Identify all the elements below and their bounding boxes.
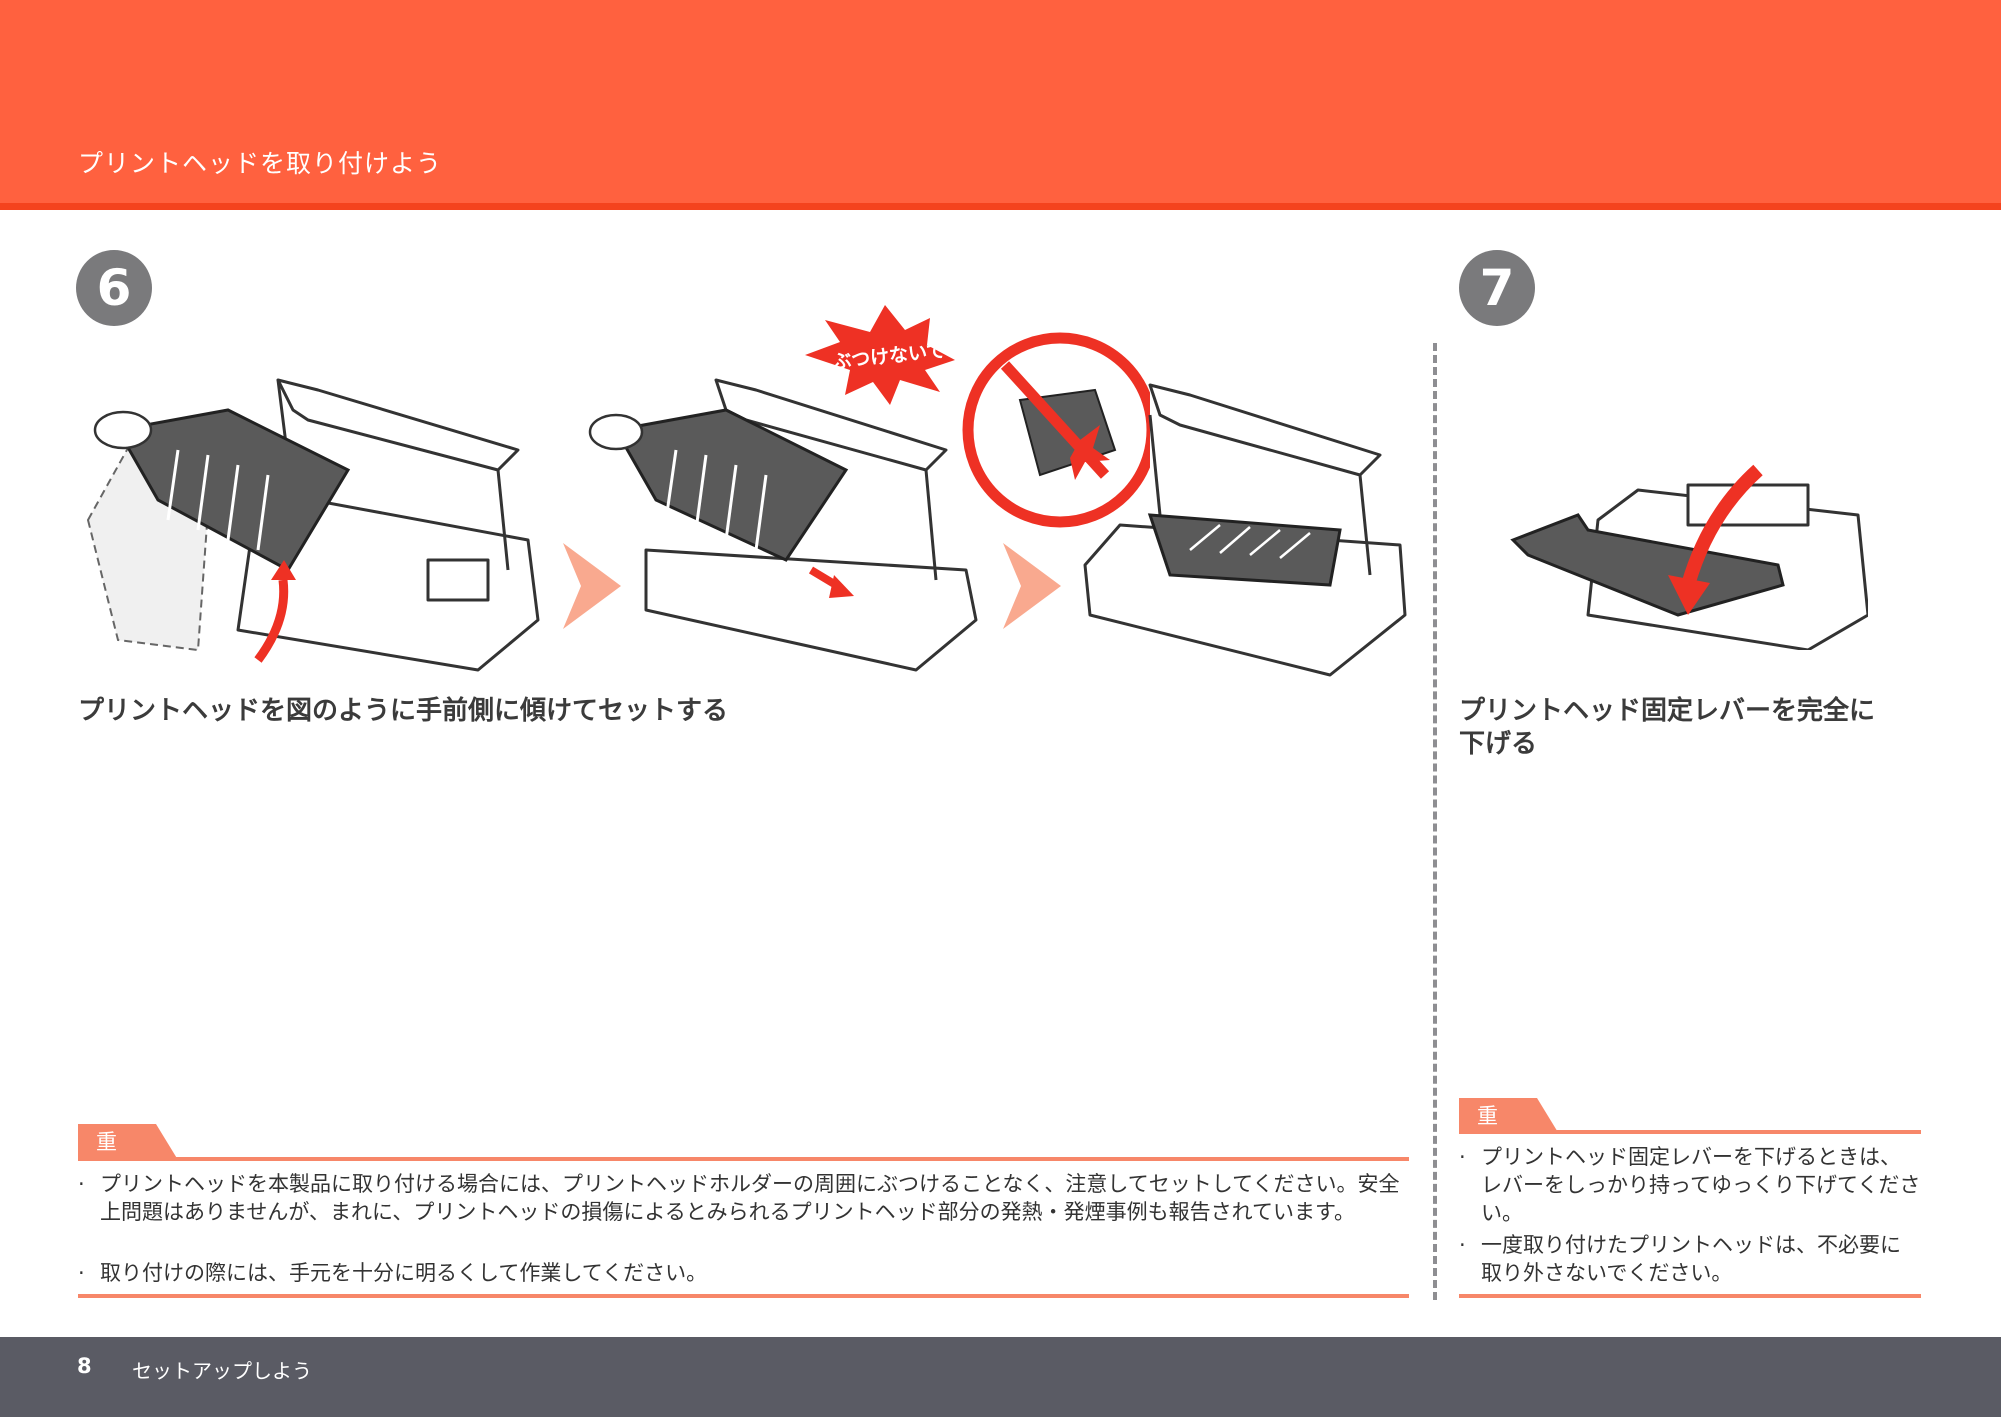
printhead-tilt-illustration — [86, 378, 540, 672]
note-item: · プリントヘッド固定レバーを下げるときは、レバーをしっかり持ってゆっくり下げて… — [1459, 1143, 1921, 1227]
lever-down-illustration — [1510, 464, 1868, 650]
bullet: · — [78, 1261, 85, 1285]
important-bottom-rule — [1459, 1294, 1921, 1298]
section-title: セットアップしよう — [132, 1359, 312, 1383]
important-label: 重 要 — [78, 1124, 178, 1160]
note-text: 取り付けの際には、手元を十分に明るくして作業してください。 — [100, 1261, 708, 1285]
step-6-title: プリントヘッドを図のように手前側に傾けてセットする — [78, 696, 729, 726]
important-rule — [78, 1157, 1409, 1161]
printhead-set-illustration — [588, 378, 978, 672]
note-text: プリントヘッドを本製品に取り付ける場合には、プリントヘッドホルダーの周囲にぶつけ… — [100, 1172, 1400, 1224]
note-item: · 取り付けの際には、手元を十分に明るくして作業してください。 — [78, 1259, 1413, 1287]
page-title: プリントヘッドを取り付けよう — [78, 149, 443, 178]
warning-callout — [805, 305, 1150, 528]
note-text: プリントヘッド固定レバーを下げるときは、レバーをしっかり持ってゆっくり下げてくだ… — [1481, 1145, 1921, 1225]
page-footer — [0, 1337, 2001, 1417]
next-step-arrow-icon — [1003, 543, 1061, 629]
header-rule — [0, 203, 2001, 210]
important-rule — [1459, 1130, 1921, 1134]
note-text: 一度取り付けたプリントヘッドは、不必要に取り外さないでください。 — [1481, 1233, 1901, 1285]
printhead-seated-illustration — [1083, 383, 1407, 677]
note-item: · 一度取り付けたプリントヘッドは、不必要に取り外さないでください。 — [1459, 1231, 1921, 1287]
page-number: 8 — [77, 1354, 92, 1378]
note-item: · プリントヘッドを本製品に取り付ける場合には、プリントヘッドホルダーの周囲にぶ… — [78, 1170, 1413, 1226]
page-header — [0, 0, 2001, 210]
step-6-badge: 6 — [76, 250, 152, 326]
next-step-arrow-icon — [563, 543, 621, 629]
bullet: · — [78, 1172, 85, 1196]
bullet: · — [1459, 1233, 1466, 1257]
step-7-title: プリントヘッド固定レバーを完全に下げる — [1459, 696, 1876, 759]
burst-shape — [805, 305, 955, 405]
column-divider — [1433, 343, 1437, 1300]
important-bottom-rule — [78, 1294, 1409, 1298]
bullet: · — [1459, 1145, 1466, 1169]
step-7-badge: 7 — [1459, 250, 1535, 326]
important-label: 重 要 — [1459, 1098, 1559, 1134]
